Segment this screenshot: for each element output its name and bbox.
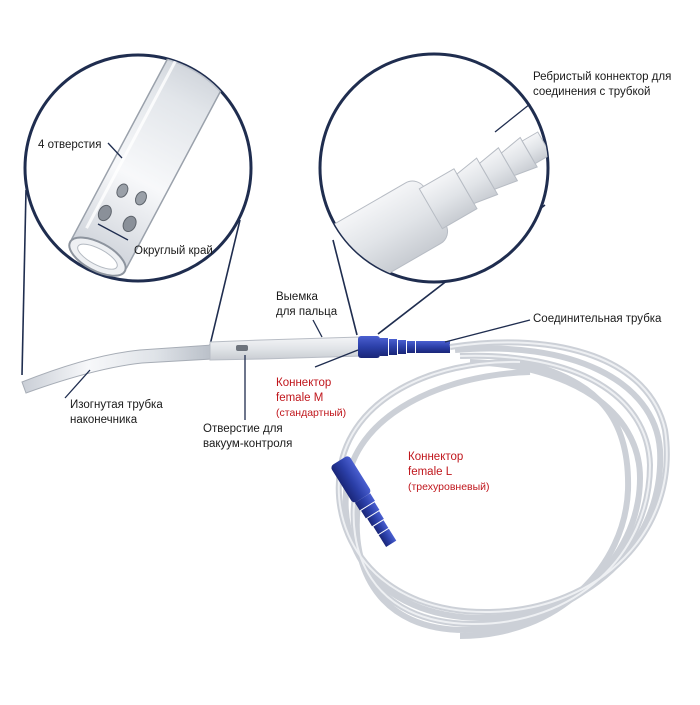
coiled-tubing [335, 339, 670, 639]
label-ribbed-connector: Ребристый коннектор для соединения с тру… [533, 70, 671, 100]
label-vacuum-hole: Отверстие для вакуум-контроля [203, 422, 292, 452]
label-curved-tip: Изогнутая трубка наконечника [70, 398, 163, 428]
curved-tip [21, 344, 213, 394]
label-ribbed-connector-line2: соединения с трубкой [533, 86, 651, 98]
connector-closeup-circle [318, 52, 550, 284]
label-connector-l-line1: Коннектор [408, 451, 464, 463]
label-finger-notch-line1: Выемка [276, 291, 318, 303]
label-connector-m-line1: Коннектор [276, 377, 332, 389]
connector-l [331, 456, 397, 547]
label-connector-m: Коннектор female M (стандартный) [276, 376, 346, 421]
label-vacuum-hole-line1: Отверстие для [203, 423, 283, 435]
label-ribbed-connector-line1: Ребристый коннектор для [533, 71, 672, 83]
label-curved-tip-line2: наконечника [70, 414, 138, 426]
label-connector-l: Коннектор female L (трехуровневый) [408, 450, 490, 495]
round-edge-pointer [97, 223, 129, 241]
label-connector-m-note: (стандартный) [276, 407, 347, 419]
label-vacuum-hole-line2: вакуум-контроля [203, 438, 293, 450]
label-finger-notch: Выемка для пальца [276, 290, 337, 320]
label-connector-l-line2: female L [408, 466, 453, 478]
holes-pointer [107, 142, 123, 159]
label-holes: 4 отверстия [38, 139, 102, 151]
label-round-edge: Округлый край [134, 245, 213, 257]
coiled-tubing-highlight [337, 341, 668, 626]
label-connector-l-note: (трехуровневый) [408, 481, 490, 493]
ribbed-connector-pointer [494, 103, 531, 133]
label-connecting-tube: Соединительная трубка [533, 313, 662, 325]
label-finger-notch-line2: для пальца [276, 306, 338, 318]
handle [209, 336, 363, 361]
vacuum-control-hole [236, 345, 248, 351]
label-pointers [64, 319, 531, 420]
tip-closeup-circle [23, 53, 253, 283]
connector-m [358, 336, 450, 358]
label-connector-m-line2: female M [276, 392, 324, 404]
label-curved-tip-line1: Изогнутая трубка [70, 399, 163, 411]
